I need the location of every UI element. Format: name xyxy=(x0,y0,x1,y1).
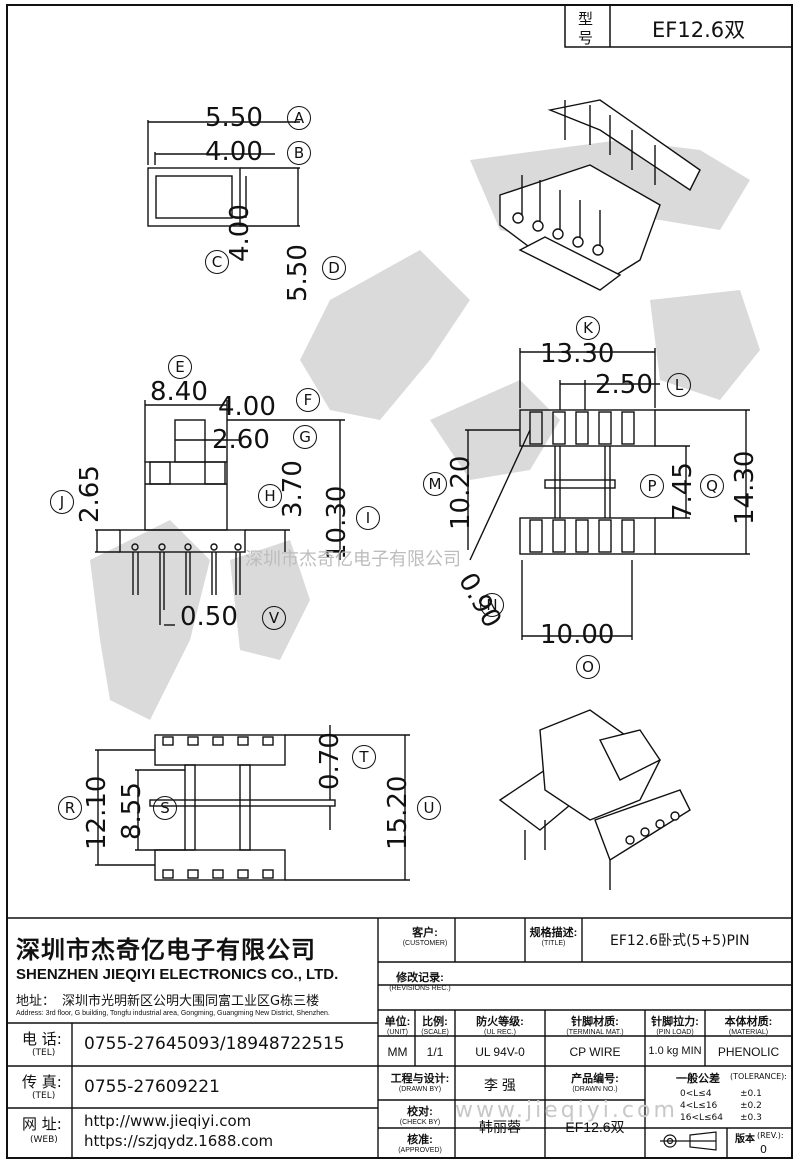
dim-v: 0.50 xyxy=(180,602,238,632)
tolerance-label: 一般公差 xyxy=(676,1072,720,1085)
company-name-en: SHENZHEN JIEQIYI ELECTRONICS CO., LTD. xyxy=(16,966,339,983)
watermark-company: 深圳市杰奇亿电子有限公司 xyxy=(245,549,461,570)
tolerance-label-en: (TOLERANCE): xyxy=(730,1072,787,1081)
tol-range-1: 0<L≤4 xyxy=(680,1089,712,1099)
marker-q: Q xyxy=(700,474,724,498)
tol-value-3: ±0.3 xyxy=(740,1113,762,1123)
watermark-url: www.jieqiyi.com xyxy=(455,1098,678,1123)
unit-value: MM xyxy=(387,1045,408,1059)
tel-label: 电 话: xyxy=(22,1030,62,1048)
address-cn: 深圳市光明新区公明大围同富工业区G栋三楼 xyxy=(62,994,320,1009)
rev-value: 0 xyxy=(760,1143,767,1156)
dim-h: 3.70 xyxy=(278,460,308,518)
address-en: Address: 3rd floor, G building, Tongfu i… xyxy=(16,1010,330,1017)
tol-value-1: ±0.1 xyxy=(740,1089,762,1099)
dim-b: 4.00 xyxy=(205,137,263,167)
dim-o: 10.00 xyxy=(540,620,615,650)
web-value-1[interactable]: http://www.jieqiyi.com xyxy=(84,1112,252,1130)
spec-label: 规格描述: (TITLE) xyxy=(529,927,578,947)
material-label: 本体材质: (MATERIAL) xyxy=(724,1016,773,1036)
address-label: 地址： xyxy=(16,994,56,1009)
company-name-cn: 深圳市杰奇亿电子有限公司 xyxy=(16,936,316,964)
dim-r: 12.10 xyxy=(82,775,112,850)
drawn-value: 李 强 xyxy=(484,1077,516,1093)
dim-f: 4.00 xyxy=(218,392,276,422)
tol-value-2: ±0.2 xyxy=(740,1101,762,1111)
marker-i: I xyxy=(356,506,380,530)
marker-m: M xyxy=(423,472,447,496)
drawn-label: 工程与设计: (DRAWN BY) xyxy=(390,1073,450,1093)
dim-e: 8.40 xyxy=(150,377,208,407)
terminal-label: 针脚材质: (TERMINAL MAT.) xyxy=(566,1016,624,1036)
marker-d: D xyxy=(322,256,346,280)
approved-label: 核准: (APPROVED) xyxy=(398,1134,442,1154)
dim-s: 8.55 xyxy=(117,782,147,840)
dim-g: 2.60 xyxy=(212,425,270,455)
dim-c: 4.00 xyxy=(225,204,255,262)
marker-b: B xyxy=(287,141,311,165)
dim-q: 14.30 xyxy=(730,450,760,525)
dim-p: 7.45 xyxy=(668,462,698,520)
fax-label: 传 真: xyxy=(22,1073,62,1091)
marker-a: A xyxy=(287,106,311,130)
marker-c: C xyxy=(205,250,229,274)
marker-k: K xyxy=(576,316,600,340)
dim-u: 15.20 xyxy=(383,775,413,850)
marker-p: P xyxy=(640,474,664,498)
web-label-en: (WEB) xyxy=(30,1135,58,1145)
web-value-2[interactable]: https://szjqydz.1688.com xyxy=(84,1132,274,1150)
unit-label: 单位: (UNIT) xyxy=(384,1016,411,1036)
check-label: 校对: (CHECK BY) xyxy=(399,1106,441,1126)
model-value: EF12.6双 xyxy=(652,18,746,42)
fax-value: 0755-27609221 xyxy=(84,1077,220,1097)
marker-e: E xyxy=(168,355,192,379)
dim-j: 2.65 xyxy=(75,465,105,523)
terminal-value: CP WIRE xyxy=(569,1045,621,1059)
marker-o: O xyxy=(576,655,600,679)
marker-g: G xyxy=(293,425,317,449)
scale-label: 比例: (SCALE) xyxy=(421,1016,449,1036)
marker-n: N xyxy=(480,593,504,617)
drawing-no-label: 产品编号: (DRAWN NO.) xyxy=(571,1073,619,1093)
marker-v: V xyxy=(262,606,286,630)
rev-label: 版本 xyxy=(735,1134,755,1145)
marker-h: H xyxy=(258,484,282,508)
model-label-top: 型 xyxy=(578,10,594,28)
marker-f: F xyxy=(296,388,320,412)
scale-value: 1/1 xyxy=(426,1045,444,1059)
dim-l: 2.50 xyxy=(595,370,653,400)
marker-t: T xyxy=(352,745,376,769)
marker-u: U xyxy=(417,796,441,820)
fax-label-en: (TEL) xyxy=(32,1091,56,1101)
pinload-label: 针脚拉力: (PIN LOAD) xyxy=(651,1016,699,1036)
drawing-no-value: EF12.6双 xyxy=(565,1119,625,1135)
dim-d: 5.50 xyxy=(283,244,313,302)
check-value: 韩丽蓉 xyxy=(479,1119,521,1135)
marker-s: S xyxy=(153,796,177,820)
rev-label-en: (REV.): xyxy=(757,1131,784,1140)
material-value: PHENOLIC xyxy=(717,1045,780,1059)
spec-value: EF12.6卧式(5+5)PIN xyxy=(610,933,750,949)
marker-j: J xyxy=(50,490,74,514)
dim-k: 13.30 xyxy=(540,339,615,369)
dim-a: 5.50 xyxy=(205,103,263,133)
tol-range-3: 16<L≤64 xyxy=(680,1113,724,1123)
ul-value: UL 94V-0 xyxy=(475,1045,525,1059)
model-label-bottom: 号 xyxy=(578,29,594,47)
tel-label-en: (TEL) xyxy=(32,1048,56,1058)
ul-label: 防火等级: (UL REC.) xyxy=(476,1016,524,1036)
web-label: 网 址: xyxy=(22,1115,62,1133)
pinload-value: 1.0 kg MIN xyxy=(648,1045,702,1057)
dim-m: 10.20 xyxy=(446,455,476,530)
marker-r: R xyxy=(58,796,82,820)
marker-l: L xyxy=(667,373,691,397)
revision-label: 修改记录: (REVISIONS REC.) xyxy=(389,972,451,992)
dim-t: 0.70 xyxy=(315,732,345,790)
tol-range-2: 4<L≤16 xyxy=(680,1101,718,1111)
tel-value: 0755-27645093/18948722515 xyxy=(84,1034,345,1054)
customer-label: 客户: (CUSTOMER) xyxy=(402,927,448,947)
